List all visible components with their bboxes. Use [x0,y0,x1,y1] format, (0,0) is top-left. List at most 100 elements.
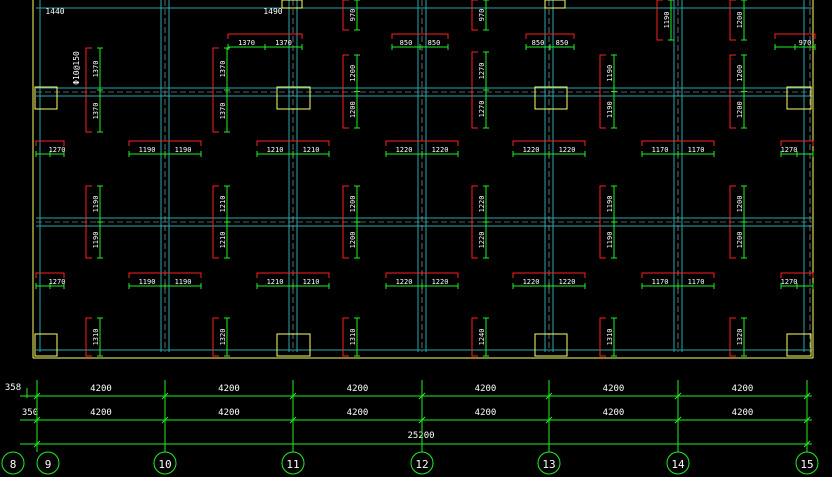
column [534,86,568,110]
axis-circle [1,451,25,475]
top-rebar [471,317,478,357]
dim-tick [33,392,41,400]
bar-length-top: 970 [349,9,357,22]
axis-label: 10 [158,458,171,471]
axis-label: 8 [10,458,17,471]
bar-length-left: 1210 [267,146,284,154]
dim-span-label: 4200 [732,408,754,418]
dim-tick [803,416,811,424]
column [786,86,812,110]
top-rebar [35,272,65,278]
bar-length-bottom: 1200 [349,232,357,249]
bar-length-left: 1220 [523,146,540,154]
beam-grid [36,0,812,352]
dim-span-label: 4200 [218,384,240,394]
bar-length-bottom: 1210 [219,232,227,249]
bar-length-top: 1190 [663,12,671,29]
bar-length-right: 1190 [175,146,192,154]
column [544,0,566,9]
bar-length-left: 850 [400,39,413,47]
column [281,0,303,9]
dim-tick [289,416,297,424]
h-rebar-mark: 1220 1220 [512,140,586,157]
bar-length-top: 1200 [349,65,357,82]
top-rebar [212,317,219,357]
bar-length-top: 1210 [219,196,227,213]
dim-span-label: 4200 [347,384,369,394]
v-rebar-mark: 1320 [212,317,230,357]
h-rebar-mark: 1270 [35,140,66,157]
top-rebar [85,47,92,133]
annotations: 1440 1490 Φ10@150 [45,7,282,85]
dimension-lines: 358 350 25200 42004200420042004200420042… [5,380,812,452]
dim-tick [161,392,169,400]
axis-bubble: 9 [36,451,60,475]
top-rebar [342,0,349,31]
top-rebar [212,47,219,133]
v-rebar-mark: 1200 1200 [342,54,360,129]
h-rebar-mark: 1170 1170 [641,272,715,289]
bar-length-bottom: 1190 [92,232,100,249]
bar-length-bottom: 1200 [349,101,357,118]
axis-label: 12 [415,458,428,471]
top-rebar [128,140,202,146]
bar-length-right: 1270 [49,146,66,154]
bar-length-left: 1170 [652,146,669,154]
bar-length-bottom: 1370 [219,103,227,120]
bar-length-right: 1170 [688,278,705,286]
dim-tick [418,416,426,424]
bar-length-top: 1190 [606,65,614,82]
bar-length-bottom: 1370 [92,103,100,120]
top-rebar [256,140,330,146]
bar-length-right: 850 [428,39,441,47]
dim-tick [674,416,682,424]
dim-tick [33,416,41,424]
top-rebar [599,317,606,357]
top-rebar [780,272,814,278]
slab-outline [32,0,814,359]
top-fragment-left: 1440 [45,7,64,16]
bar-length-left: 1370 [238,39,255,47]
bar-length-top: 1310 [349,329,357,346]
top-rebar [471,0,478,31]
axis-circle [410,451,434,475]
bar-length-left: 1220 [396,146,413,154]
rebar-spec-label: Φ10@150 [72,51,81,85]
column [786,333,812,357]
bar-length-right: 1220 [559,146,576,154]
dim-span-label: 4200 [475,384,497,394]
bar-length-top: 1190 [92,196,100,213]
v-rebar-mark: 970 [342,0,360,31]
axis-label: 13 [542,458,555,471]
bar-length-right: 1270 [49,278,66,286]
top-rebar [385,140,459,146]
top-rebar [471,51,478,129]
bar-length-top: 1240 [478,329,486,346]
bar-length-left: 1220 [523,278,540,286]
dim-offset-1: 358 [5,383,21,393]
v-rebar-mark: 1210 1210 [212,185,230,259]
top-rebar [342,185,349,259]
axis-circle [537,451,561,475]
axis-bubble: 14 [666,451,690,475]
dim-tick [545,392,553,400]
h-rebar-mark: 1270 [780,272,814,289]
bar-length-top: 1200 [736,12,744,29]
v-rebar-mark: 970 [471,0,489,31]
dim-span-label: 4200 [475,408,497,418]
h-rebar-mark: 1270 [35,272,66,289]
v-rebar-mark: 1310 [599,317,617,357]
bar-length-left: 1170 [652,278,669,286]
v-rebar-mark: 1370 1370 [85,47,103,133]
bar-length-right: 1210 [303,278,320,286]
bar-length-top: 1370 [92,61,100,78]
